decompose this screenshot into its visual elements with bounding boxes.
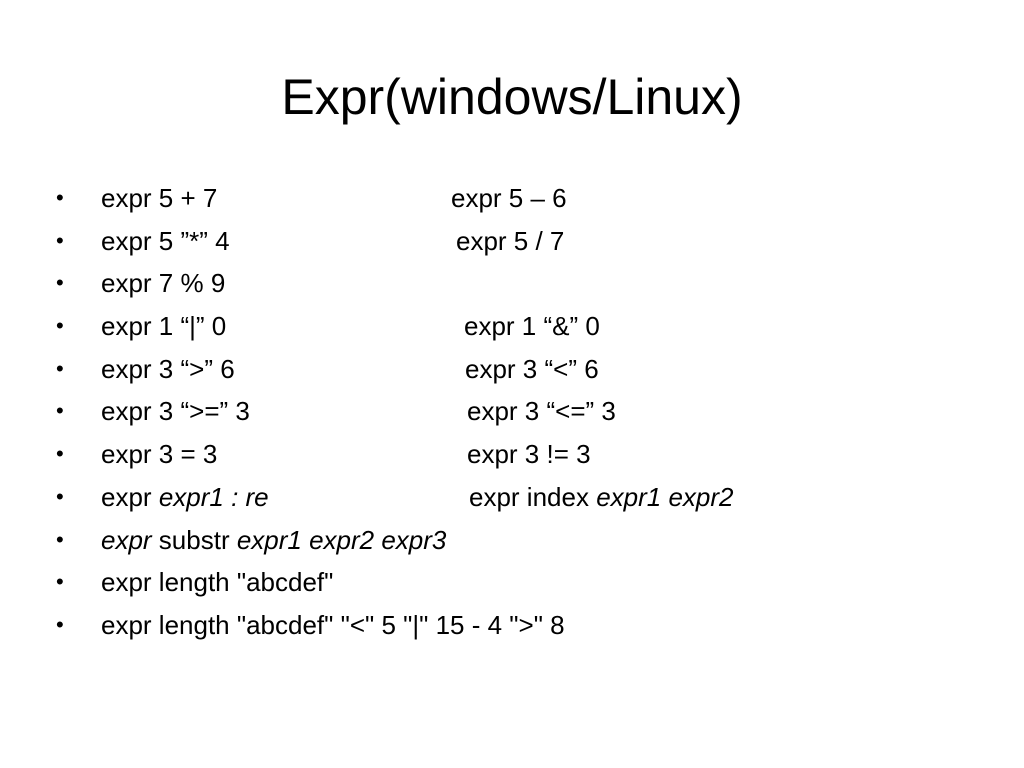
list-item: • expr 3 = 3 expr 3 != 3 bbox=[56, 433, 996, 476]
command-text: expr 3 = 3 bbox=[101, 439, 218, 470]
bullet-list: • expr 5 + 7 expr 5 – 6 • expr 5 ”*” 4 e… bbox=[56, 177, 996, 647]
command-text: expr length "abcdef" bbox=[101, 567, 334, 598]
command-text: expr 3 “>” 6 bbox=[101, 353, 235, 384]
list-item: • expr substr expr1 expr2 expr3 bbox=[56, 519, 996, 562]
command-prefix: expr bbox=[101, 481, 159, 512]
command-text: expr 3 “>=” 3 bbox=[101, 396, 250, 427]
command-text: expr 5 + 7 bbox=[101, 183, 218, 213]
bullet-icon: • bbox=[56, 483, 64, 509]
command-prefix: expr index bbox=[469, 481, 597, 512]
command-text: expr expr1 : re bbox=[101, 476, 269, 519]
list-item: • expr length "abcdef" "<" 5 "|" 15 - 4 … bbox=[56, 604, 996, 647]
bullet-icon: • bbox=[56, 398, 64, 424]
bullet-icon: • bbox=[56, 611, 64, 637]
bullet-icon: • bbox=[56, 185, 64, 210]
command-text-alt: expr index expr1 expr2 bbox=[469, 476, 734, 519]
list-item: • expr 3 “>” 6 expr 3 “<” 6 bbox=[56, 348, 996, 391]
bullet-icon: • bbox=[56, 355, 64, 381]
command-text: expr 7 % 9 bbox=[101, 268, 226, 299]
bullet-icon: • bbox=[56, 313, 64, 339]
command-text-alt: expr 3 “<” 6 bbox=[465, 353, 599, 384]
command-args-italic: expr1 expr2 expr3 bbox=[236, 524, 447, 555]
command-name-italic: expr bbox=[101, 524, 152, 555]
command-text-alt: expr 5 / 7 bbox=[456, 225, 565, 256]
bullet-icon: • bbox=[56, 526, 64, 552]
command-text-alt: expr 3 != 3 bbox=[467, 439, 591, 470]
bullet-icon: • bbox=[56, 441, 64, 467]
list-item: • expr 3 “>=” 3 expr 3 “<=” 3 bbox=[56, 390, 996, 433]
bullet-icon: • bbox=[56, 227, 64, 253]
command-mid: substr bbox=[151, 524, 237, 555]
list-item: • expr 5 ”*” 4 expr 5 / 7 bbox=[56, 220, 996, 263]
list-item: • expr length "abcdef" bbox=[56, 561, 996, 604]
list-item: • expr expr1 : re expr index expr1 expr2 bbox=[56, 476, 996, 519]
command-text: expr 1 “|” 0 bbox=[101, 311, 227, 342]
command-text: expr length "abcdef" "<" 5 "|" 15 - 4 ">… bbox=[101, 609, 565, 640]
list-item: • expr 5 + 7 expr 5 – 6 bbox=[56, 177, 996, 220]
command-text: expr 5 ”*” 4 bbox=[101, 225, 230, 256]
list-item: • expr 1 “|” 0 expr 1 “&” 0 bbox=[56, 305, 996, 348]
command-text: expr substr expr1 expr2 expr3 bbox=[101, 519, 446, 562]
command-text-alt: expr 1 “&” 0 bbox=[464, 311, 600, 342]
command-args-italic: expr1 expr2 bbox=[596, 481, 734, 512]
command-text-alt: expr 3 “<=” 3 bbox=[467, 396, 616, 427]
slide-title: Expr(windows/Linux) bbox=[281, 69, 743, 125]
bullet-icon: • bbox=[56, 270, 64, 296]
bullet-icon: • bbox=[56, 569, 64, 595]
list-item: • expr 7 % 9 bbox=[56, 262, 996, 305]
command-text-alt: expr 5 – 6 bbox=[451, 183, 567, 213]
command-args-italic: expr1 : re bbox=[158, 481, 269, 512]
